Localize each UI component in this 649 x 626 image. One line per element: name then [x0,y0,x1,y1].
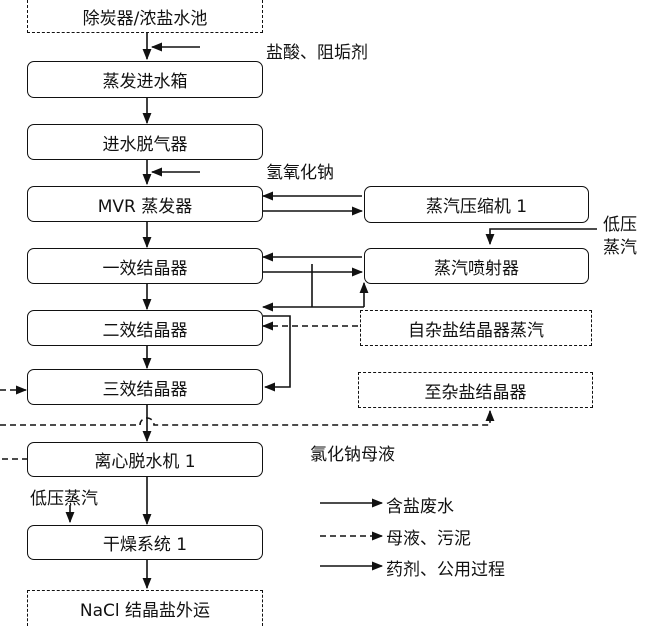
node-dryer: 干燥系统 1 [27,525,263,560]
flow-lp-steam-to-ejector [485,228,597,246]
label-acid-antiscalant: 盐酸、阻垢剂 [266,43,368,63]
node-mvr: MVR 蒸发器 [27,186,263,222]
label-lp-steam-left: 低压蒸汽 [30,489,98,509]
node-ejector: 蒸汽喷射器 [364,248,589,284]
node-compressor: 蒸汽压缩机 1 [364,186,589,223]
flow-mother-liquor-to-mixed [0,409,495,426]
node-mixed-steam-source: 自杂盐结晶器蒸汽 [360,310,592,346]
node-centrifuge: 离心脱水机 1 [27,442,263,477]
node-deaerator: 进水脱气器 [27,124,263,160]
node-feed-tank: 蒸发进水箱 [27,61,263,98]
legend-mother-liquor-sludge: 母液、污泥 [386,529,471,549]
label-nacl-mother-liquor: 氯化钠母液 [310,445,395,465]
node-to-mixed-crystallizer: 至杂盐结晶器 [358,372,593,408]
node-crystallizer-2: 二效结晶器 [27,310,263,346]
node-crystallizer-3: 三效结晶器 [27,369,263,405]
label-lp-steam-right-1: 低压 [603,215,637,235]
flow-cryst2-to-cryst3-side [263,315,291,392]
node-nacl-out: NaCl 结晶盐外运 [27,590,263,626]
node-carbon-pool: 除炭器/浓盐水池 [27,0,263,33]
label-naoh: 氢氧化钠 [266,163,334,183]
label-lp-steam-right-2: 蒸汽 [603,238,637,258]
legend-chemicals-utilities: 药剂、公用过程 [386,560,505,580]
legend-saline-wastewater: 含盐废水 [386,497,454,517]
node-crystallizer-1: 一效结晶器 [27,248,263,284]
